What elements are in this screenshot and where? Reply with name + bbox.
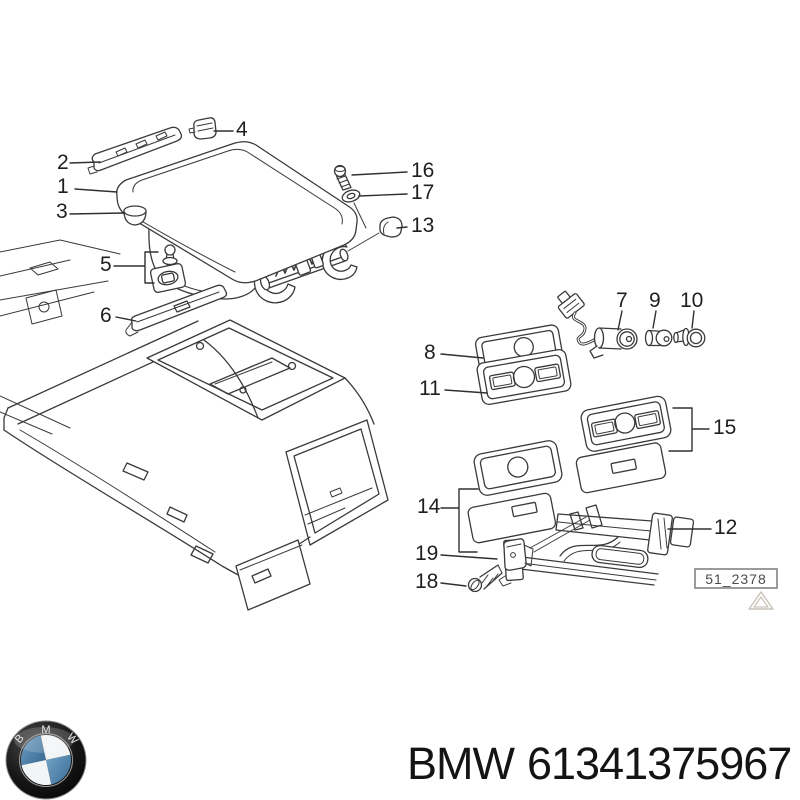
lid-trim-strip [87, 126, 183, 175]
drawing-code-box: 51_2378 [694, 568, 778, 589]
part-label-4: 4 [236, 118, 248, 141]
brand-name: BMW [407, 738, 515, 789]
bracket-plate [503, 538, 534, 571]
part-label-9: 9 [649, 289, 661, 312]
part-label-12: 12 [714, 516, 738, 539]
oem-part-number: 61341375967 [526, 738, 792, 789]
cover-cap [123, 205, 147, 226]
retaining-clip [188, 117, 217, 140]
part-label-3: 3 [56, 200, 68, 223]
bin-mount-strip [125, 284, 228, 337]
socket-with-cable [557, 290, 638, 359]
bmw-logo: B M W [5, 720, 87, 800]
switch-panel-11 [476, 348, 572, 406]
hinge-end-cap [347, 216, 403, 252]
part-label-14: 14 [417, 495, 441, 518]
part-label-19: 19 [415, 542, 439, 565]
background-structure-lines [0, 239, 121, 435]
hinge-washer [341, 189, 367, 229]
part-label-13: 13 [411, 214, 435, 237]
bmw-logo-quadrants [21, 735, 71, 785]
hinge-pin-grommet [149, 244, 187, 293]
panel-group-15 [575, 395, 672, 494]
part-label-15: 15 [713, 416, 737, 439]
logo-letter-m: M [41, 724, 50, 736]
center-console-body [3, 319, 389, 611]
socket-plug [673, 327, 706, 348]
armrest-lid [116, 141, 358, 284]
part-label-16: 16 [411, 159, 435, 182]
part-label-5: 5 [100, 253, 112, 276]
part-label-11: 11 [419, 377, 441, 400]
part-label-7: 7 [616, 289, 628, 312]
part-label-8: 8 [424, 341, 436, 364]
part-label-10: 10 [680, 289, 704, 312]
mounting-screw [467, 564, 503, 593]
part-label-1: 1 [57, 175, 69, 198]
panel-group-14 [467, 440, 563, 544]
hinge-screw [333, 164, 352, 191]
part-label-17: 17 [411, 181, 435, 204]
part-label-18: 18 [415, 570, 439, 593]
part-label-6: 6 [100, 304, 112, 327]
warning-triangle-icon [748, 591, 774, 610]
leader-lines [69, 130, 712, 587]
drawing-code: 51_2378 [705, 570, 767, 587]
lighter-element [644, 329, 673, 347]
part-label-2: 2 [57, 151, 69, 174]
